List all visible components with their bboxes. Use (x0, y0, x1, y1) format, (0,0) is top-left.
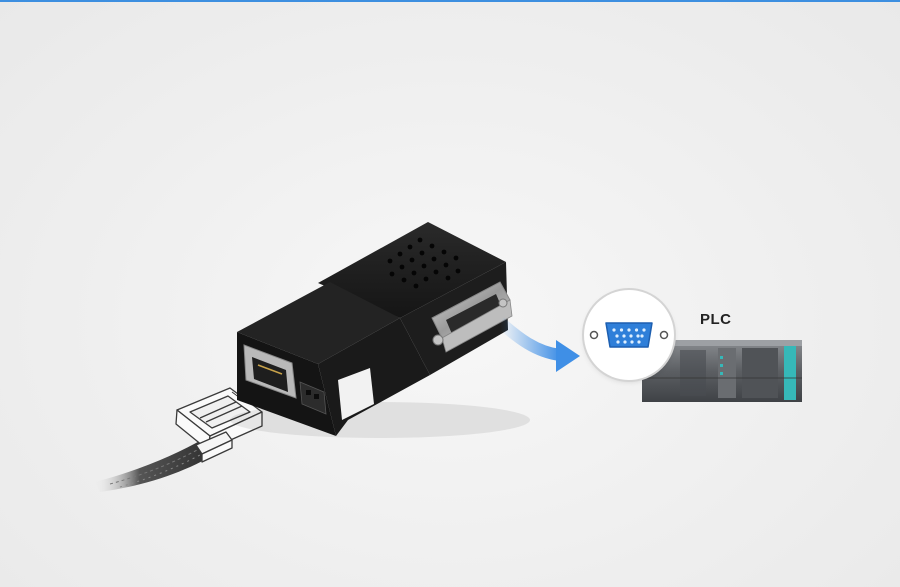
db9-serial-port-icon (431, 281, 513, 353)
power-terminal (299, 381, 327, 415)
ethernet-adapter-device (230, 222, 530, 438)
plc-device-icon (642, 340, 802, 402)
arrow-right-icon (496, 317, 580, 372)
device-label-sticker (338, 368, 374, 420)
plc-label: PLC (700, 311, 732, 328)
rj45-port (243, 344, 297, 399)
serial-port-badge (584, 290, 674, 380)
vent-holes (387, 237, 461, 289)
vga-port-icon (589, 322, 669, 348)
top-accent-line (0, 0, 900, 2)
